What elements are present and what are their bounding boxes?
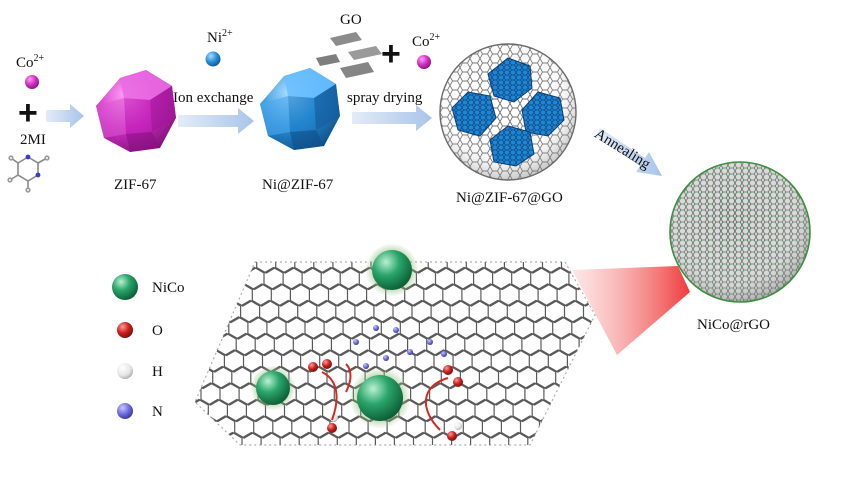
2mi-molecule-icon <box>7 154 50 193</box>
arrow-spray-drying <box>352 105 432 131</box>
zif67-label: ZIF-67 <box>114 177 157 193</box>
legend-h-swatch <box>117 363 133 379</box>
nickel-ion-sphere <box>205 51 221 67</box>
go-label: GO <box>340 12 362 28</box>
co-ion-label-2: Co2+ <box>412 32 441 51</box>
nico-rgo-label: NiCo@rGO <box>697 317 770 333</box>
ion-exchange-label: Ion exchange <box>173 90 254 106</box>
co-ion-label: Co2+ <box>16 53 45 72</box>
legend-n-swatch <box>117 403 133 419</box>
ni-zif67-crystal <box>260 68 340 150</box>
legend-nico-swatch <box>112 274 138 300</box>
zif67-crystal <box>96 70 176 152</box>
magnification-cone <box>572 266 690 355</box>
arrow-annealing <box>596 128 662 176</box>
oxygen-atoms <box>308 359 463 441</box>
nitrogen-atoms <box>353 325 447 369</box>
interaction-arrows <box>321 363 449 431</box>
nico-particle-left <box>251 366 295 410</box>
arrow-ion-exchange <box>178 108 254 134</box>
linker-label: 2MI <box>20 132 46 148</box>
legend-o-label: O <box>152 323 163 339</box>
legend-o-swatch <box>117 322 133 338</box>
ni-zif67-go-label: Ni@ZIF-67@GO <box>456 190 563 206</box>
legend-n-label: N <box>152 404 163 420</box>
ni-zif67-label: Ni@ZIF-67 <box>262 177 334 193</box>
ni-zif67-go-sphere <box>439 43 577 181</box>
legend-nico-label: NiCo <box>152 280 185 296</box>
go-sheets-icon <box>316 32 382 78</box>
nico-particle-center <box>350 368 410 428</box>
nico-particle-top <box>366 244 418 296</box>
cobalt-ion-sphere-2 <box>417 55 431 69</box>
plus-sign-2: + <box>381 35 401 73</box>
spray-drying-label: spray drying <box>347 90 423 106</box>
arrow-to-zif67 <box>46 104 84 128</box>
nico-rgo-sphere <box>669 161 811 303</box>
ni-ion-label: Ni2+ <box>207 28 233 47</box>
cobalt-ion-sphere <box>25 75 39 89</box>
plus-sign-1: + <box>18 94 38 132</box>
legend-h-label: H <box>152 364 163 380</box>
